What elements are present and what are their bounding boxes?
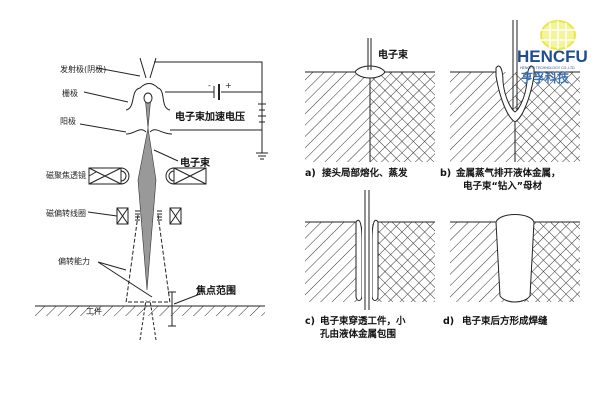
battery-plus: +	[225, 81, 232, 90]
logo-name: HENCFU	[517, 47, 588, 66]
label-deflection: 偏转能力	[58, 256, 90, 266]
caption-d-letter: d)	[443, 316, 454, 327]
right-labels: 电子束 a) 接头局部熔化、蒸发 b) 金属蒸气排开液体金属， 电子束“钻入”母…	[305, 48, 561, 340]
label-grid: 栅极	[62, 88, 78, 98]
caption-b-line1: 金属蒸气排开液体金属，	[455, 167, 561, 179]
label-anode: 阳极	[60, 116, 76, 126]
focus-lens-left	[88, 167, 130, 185]
focus-lens-right	[165, 167, 207, 185]
battery	[258, 103, 266, 123]
welding-stages	[305, 20, 580, 310]
caption-a: 接头局部熔化、蒸发	[322, 167, 408, 179]
workpiece	[35, 306, 265, 316]
label-beam-right: 电子束	[378, 48, 409, 61]
electron-gun-schematic	[35, 57, 268, 341]
label-deflection-coil: 磁偏转线圈	[46, 208, 86, 218]
electron-beam	[137, 95, 157, 291]
circuit-wires	[154, 61, 263, 150]
deflection-range	[125, 214, 171, 304]
deflection-coil-right	[157, 207, 182, 225]
panel-c	[305, 190, 435, 310]
caption-d: 电子束后方形成焊缝	[462, 315, 548, 327]
logo-subtitle: HENGFU TECHNOLOGY CO.,LTD	[520, 66, 575, 70]
panel-d	[450, 214, 580, 303]
globe-icon	[540, 20, 576, 50]
caption-c-line2: 孔由液体金属包围	[320, 328, 396, 340]
ground-symbol	[256, 150, 268, 160]
battery-minus: -	[208, 81, 211, 90]
grid-electrode	[125, 83, 171, 111]
caption-b-letter: b)	[440, 168, 451, 179]
caption-c-line1: 电子束穿透工件，小	[320, 315, 406, 327]
caption-c-letter: c)	[305, 316, 315, 327]
panel-b	[450, 20, 580, 162]
deflection-coil-left	[116, 207, 140, 225]
label-workpiece: 工件	[86, 306, 102, 316]
label-cathode: 发射极(阴极)	[60, 64, 106, 74]
label-beam: 电子束	[180, 156, 211, 169]
label-voltage: 电子束加速电压	[175, 110, 245, 123]
left-labels: 发射极(阴极) 栅极 阳极 - + 电子束加速电压 电子束 磁聚焦透镜 磁偏转线…	[46, 64, 245, 316]
cathode	[139, 57, 157, 79]
panel-a	[305, 38, 435, 162]
label-focus-lens: 磁聚焦透镜	[46, 170, 86, 180]
focus-range-arrow	[168, 291, 176, 327]
label-focus-range: 焦点范围	[195, 284, 236, 297]
anode	[125, 129, 173, 135]
logo-chinese: 亨孚科技	[521, 70, 570, 85]
caption-b-line2: 电子束“钻入”母材	[463, 180, 542, 192]
caption-a-letter: a)	[305, 168, 316, 179]
hengfu-logo: HENCFU HENGFU TECHNOLOGY CO.,LTD 亨孚科技	[517, 20, 588, 85]
